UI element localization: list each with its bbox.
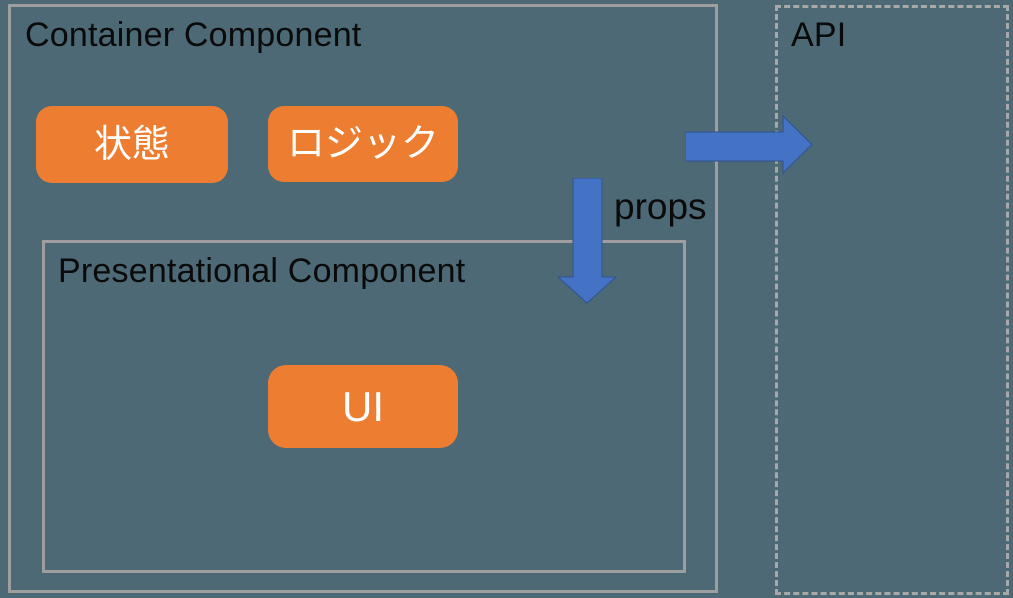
logic-shape: ロジック [268,106,458,182]
presentational-component-title: Presentational Component [58,252,466,290]
api-right-arrow-icon [685,115,813,175]
props-label: props [614,186,707,227]
ui-shape: UI [268,365,458,448]
container-component-box [8,4,718,593]
logic-shape-label: ロジック [286,123,439,165]
api-title: API [791,16,847,54]
api-box [775,5,1009,595]
presentational-component-box [42,240,686,573]
props-down-arrow-icon [557,178,618,304]
ui-shape-label: UI [342,382,384,430]
state-shape: 状態 [36,106,228,183]
container-component-title: Container Component [25,16,362,54]
state-shape-label: 状態 [93,123,170,166]
